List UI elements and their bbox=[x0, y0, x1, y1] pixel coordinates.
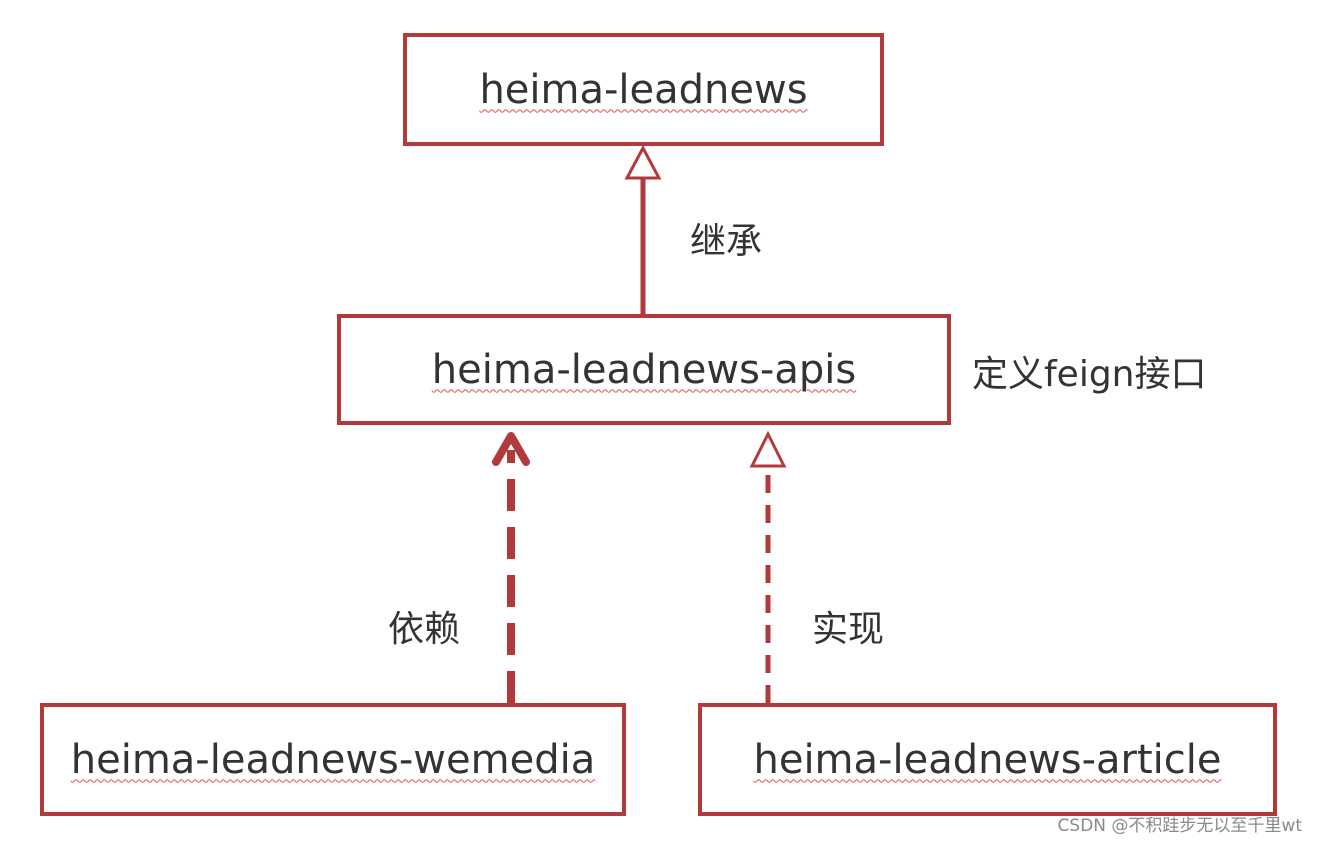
node-heima-leadnews-wemedia: heima-leadnews-wemedia bbox=[40, 703, 626, 816]
node-label: heima-leadnews bbox=[479, 66, 808, 113]
inherit-label: 继承 bbox=[690, 221, 763, 262]
node-label: heima-leadnews-apis bbox=[431, 346, 857, 393]
node-heima-leadnews-apis: heima-leadnews-apis bbox=[337, 314, 951, 425]
node-heima-leadnews: heima-leadnews bbox=[403, 33, 884, 146]
implement-label: 实现 bbox=[812, 609, 885, 650]
node-heima-leadnews-article: heima-leadnews-article bbox=[698, 703, 1277, 816]
watermark: CSDN @不积跬步无以至千里wt bbox=[1057, 816, 1302, 836]
implement-edge bbox=[749, 430, 787, 703]
depend-arrowhead-icon bbox=[492, 432, 530, 466]
inherit-edge bbox=[624, 144, 662, 314]
apis-note-label: 定义feign接口 bbox=[972, 354, 1207, 395]
node-label: heima-leadnews-article bbox=[753, 736, 1222, 783]
depend-label: 依赖 bbox=[388, 609, 461, 650]
inherit-arrowhead-icon bbox=[624, 144, 662, 180]
implement-arrowhead-icon bbox=[749, 430, 787, 468]
depend-edge bbox=[492, 432, 530, 703]
node-label: heima-leadnews-wemedia bbox=[70, 736, 596, 783]
